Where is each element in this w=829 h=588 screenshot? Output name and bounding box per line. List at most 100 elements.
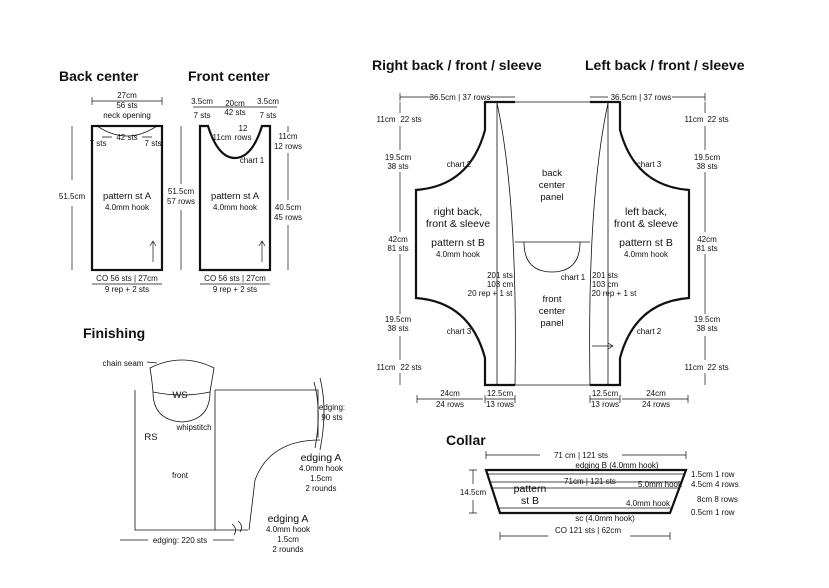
left-title-2: front & sleeve — [614, 218, 678, 230]
front-r-bot-cm: 40.5cm — [275, 203, 302, 212]
front-r-bot-rows: 45 rows — [274, 213, 302, 222]
back-hook: 4.0mm hook — [105, 203, 150, 212]
front-panel-label-1: front — [542, 294, 561, 305]
right-bottom-dim — [416, 395, 516, 403]
left-bottom-cm-1: 12.5cm — [592, 389, 619, 398]
edging-top-sts: 90 sts — [321, 413, 342, 422]
right-top-dim — [399, 93, 515, 101]
collar-pattern-2: st B — [521, 495, 539, 507]
edging-a-label-2: edging A — [268, 513, 309, 525]
right-hook: 4.0mm hook — [436, 250, 481, 259]
garment-outline-left — [134, 390, 248, 531]
left-195cm-a: 19.5cm — [694, 153, 721, 162]
front-rep: 9 rep + 2 sts — [213, 285, 257, 294]
left-bottom-rows-2: 24 rows — [642, 400, 670, 409]
back-panel-label-3: panel — [540, 192, 563, 203]
back-side-left: 7 sts — [90, 139, 107, 148]
left-38sts-b: 38 sts — [696, 324, 717, 333]
collar-height-dim — [469, 469, 477, 514]
back-neck-curve — [96, 125, 158, 137]
front-inner-cm: 11cm — [213, 133, 232, 142]
collar-co: CO 121 sts | 62cm — [555, 526, 621, 535]
right-201sts: 201 sts — [487, 271, 513, 280]
collar-sc: sc (4.0mm hook) — [575, 514, 635, 523]
collar-top-dim — [485, 451, 687, 459]
left-chart-3: chart 3 — [637, 160, 662, 169]
left-22sts-b: 22 sts — [707, 363, 728, 372]
right-panel-outline — [414, 100, 515, 387]
edging-a-hook-2: 4.0mm hook — [266, 525, 311, 534]
back-width-cm: 27cm — [117, 91, 137, 100]
front-right-sts: 7 sts — [260, 111, 277, 120]
left-11cm-b: 11cm — [685, 363, 704, 372]
front-center-piece: 3.5cm 7 sts 20cm 42 sts 3.5cm 7 sts 11cm… — [167, 97, 302, 294]
left-bottom-dim — [589, 395, 689, 403]
front-left-sts: 7 sts — [194, 111, 211, 120]
right-top-dim-label: 36.5cm | 37 rows — [430, 93, 491, 102]
heading-back-center: Back center — [59, 68, 139, 84]
left-panel-seam — [589, 102, 609, 386]
left-title-1: left back, — [625, 206, 667, 218]
back-width-dim — [91, 97, 163, 105]
ws-label: WS — [172, 390, 187, 401]
finishing-drawing: chain seam WS whipstitch RS front edging… — [103, 359, 346, 554]
chain-seam-leader — [146, 361, 158, 364]
front-panel-label-3: panel — [540, 318, 563, 329]
right-81sts: 81 sts — [387, 244, 408, 253]
left-chart-2: chart 2 — [637, 327, 662, 336]
heading-front-center: Front center — [188, 68, 270, 84]
right-chart-2: chart 2 — [447, 160, 472, 169]
right-bottom-cm-1: 24cm — [440, 389, 460, 398]
sleeve-edging — [313, 377, 325, 451]
back-pattern: pattern st A — [103, 191, 152, 202]
back-panel-label-1: back — [542, 168, 562, 179]
center-chart-1: chart 1 — [561, 273, 586, 282]
right-195cm-a: 19.5cm — [385, 153, 412, 162]
collar-row-2: 4.5cm 4 rows — [691, 480, 739, 489]
right-42cm: 42cm — [388, 235, 408, 244]
front-right-cm: 3.5cm — [257, 97, 279, 106]
left-top-dim-label: 36.5cm | 37 rows — [611, 93, 672, 102]
right-22sts-a: 22 sts — [400, 115, 421, 124]
back-neck-opening: neck opening — [103, 111, 151, 120]
center-neck-curve — [523, 241, 581, 273]
collar-hook-5: 5.0mm hook — [638, 480, 683, 489]
collar-edging-b: edging B (4.0mm hook) — [575, 461, 658, 470]
front-hook: 4.0mm hook — [213, 203, 258, 212]
back-panel-label-2: center — [539, 180, 565, 191]
left-11cm-a: 11cm — [685, 115, 704, 124]
back-center-piece: 27cm 56 sts neck opening 42 sts 7 sts 7 … — [59, 91, 164, 294]
neck-opening — [152, 391, 211, 423]
right-panel-piece: 36.5cm | 37 rows 11cm 22 sts 19.5cm 38 s… — [377, 93, 516, 409]
front-co: CO 56 sts | 27cm — [204, 274, 266, 283]
front-mid-sts: 42 sts — [224, 108, 245, 117]
right-panel-seam — [496, 102, 516, 386]
edging-a-cm-1: 1.5cm — [310, 474, 332, 483]
collar-inner-label: 71cm | 121 sts — [564, 477, 616, 486]
front-r-top-rows: 12 rows — [274, 142, 302, 151]
front-inner-rows-num: 12 — [239, 124, 248, 133]
collar-piece: 71 cm | 121 sts edging B (4.0mm hook) 71… — [460, 451, 739, 540]
left-81sts: 81 sts — [696, 244, 717, 253]
back-width-sts: 56 sts — [116, 101, 137, 110]
collar-row-4: 0.5cm 1 row — [691, 508, 735, 517]
heading-collar: Collar — [446, 432, 486, 448]
edging-a-rounds-1: 2 rounds — [305, 484, 336, 493]
front-left-cm: 3.5cm — [191, 97, 213, 106]
rs-label: RS — [144, 432, 157, 443]
right-38sts-a: 38 sts — [387, 162, 408, 171]
back-neck-sts: 42 sts — [116, 133, 137, 142]
front-label: front — [172, 471, 189, 480]
neck-band — [149, 359, 215, 396]
heading-finishing: Finishing — [83, 325, 145, 341]
right-title-1: right back, — [434, 206, 482, 218]
sleeve-curve — [248, 439, 321, 531]
right-bottom-cm-2: 12.5cm — [487, 389, 514, 398]
right-bottom-rows-2: 13 rows — [486, 400, 514, 409]
sleeve-outline-top — [215, 389, 319, 438]
right-195cm-b: 19.5cm — [385, 315, 412, 324]
left-bottom-rows-1: 13 rows — [591, 400, 619, 409]
collar-row-1: 1.5cm 1 row — [691, 470, 735, 479]
left-201sts: 201 sts — [592, 271, 618, 280]
